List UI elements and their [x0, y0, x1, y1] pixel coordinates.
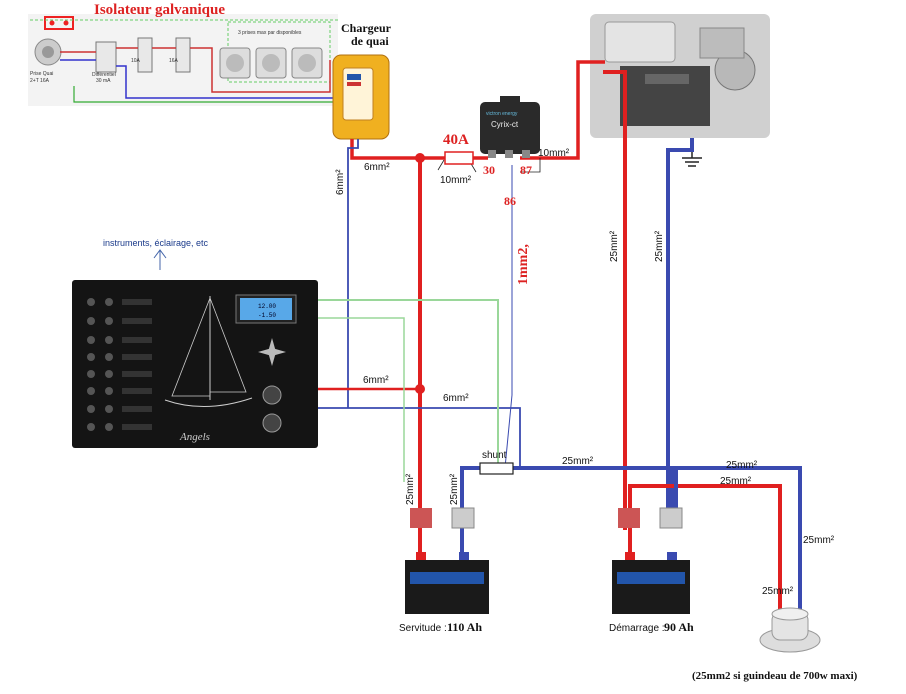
service-battery-capacity: 110 Ah	[447, 620, 482, 634]
windlass-pos-gauge: 25mm²	[720, 476, 752, 487]
galvanic-isolator-box	[44, 16, 74, 30]
panel-switches	[87, 298, 152, 431]
meter-line-1: 12.00	[258, 303, 276, 310]
cyrix-out-gauge: 10mm²	[538, 148, 570, 159]
shunt-icon	[479, 462, 514, 475]
terminal-switch-icon	[659, 507, 683, 529]
fuse-icon	[444, 151, 474, 165]
windlass-vertical-gauge: 25mm²	[803, 535, 835, 546]
charger-positive-wire	[350, 139, 410, 160]
windlass-in-gauge: 25mm²	[762, 586, 794, 597]
shunt-to-start-negative-wire	[513, 466, 674, 520]
charger-neg-gauge: 6mm²	[335, 169, 346, 195]
windlass-neg-gauge: 25mm²	[726, 460, 758, 471]
shunt-out-gauge: 25mm²	[562, 456, 594, 467]
junction-dot	[415, 153, 425, 163]
panel-negative-wire	[312, 407, 521, 468]
charger-negative-wire	[347, 139, 359, 408]
shore-charger: Chargeur de quai	[332, 21, 392, 140]
cyrix-control-wire	[504, 165, 513, 469]
shore-plug-rating: 2+T 16A	[30, 78, 50, 84]
isolator-terminal	[63, 20, 69, 26]
cyrix-brand: victron energy	[486, 111, 518, 117]
shore-power-section: Isolateur galvanique Prise Quai 2+T 16A …	[28, 2, 340, 106]
wiring	[296, 60, 802, 615]
engine-positive-wire	[603, 70, 627, 530]
sockets-label: 3 prises max par disponibles	[238, 30, 302, 36]
start-battery-icon	[612, 560, 690, 614]
isolator-terminal	[49, 20, 55, 26]
terminal-87-label: 87	[520, 163, 532, 177]
control-wire-gauge: 1mm2,	[516, 244, 531, 285]
panel-brand: Angels	[179, 431, 210, 443]
terminal-switch-icon	[451, 507, 475, 529]
panel-neg-gauge: 6mm²	[443, 393, 469, 404]
meter-sense-wire	[296, 299, 499, 470]
fuse-40a: 40A	[443, 132, 474, 165]
meter-line-2: -1.50	[258, 312, 276, 319]
engine-pos-gauge: 25mm²	[609, 230, 620, 262]
service-neg-gauge: 25mm²	[449, 473, 460, 505]
charger-label-2: de quai	[351, 34, 389, 48]
galvanic-isolator-title: Isolateur galvanique	[94, 2, 225, 18]
windlass: (25mm2 si guindeau de 700w maxi)	[692, 607, 858, 682]
differential-rating: 30 mA	[96, 78, 111, 84]
breaker-10a-label: 10A	[131, 58, 141, 64]
shore-plug-label: Prise Quai	[30, 71, 53, 77]
start-battery: Démarrage : 90 Ah	[609, 507, 694, 634]
engine-negative-wire	[666, 138, 694, 520]
service-battery-name: Servitude :	[399, 623, 447, 634]
panel-pos-gauge: 6mm²	[363, 375, 389, 386]
shunt: shunt	[479, 450, 514, 475]
cyrix-model: Cyrix-ct	[491, 120, 519, 129]
engine-neg-gauge: 25mm²	[654, 230, 665, 262]
terminal-86-label: 86	[504, 194, 516, 208]
terminal-switch-icon	[618, 508, 640, 528]
charger-out-gauge: 6mm²	[364, 162, 390, 173]
service-battery-icon	[405, 560, 489, 614]
fuse-rating: 40A	[443, 132, 469, 148]
windlass-negative-wire	[674, 466, 802, 615]
compass-icon	[258, 338, 286, 366]
wire-labels: 6mm² 10mm² 10mm² 6mm² 6mm² 6mm² 25mm² 25…	[335, 148, 835, 597]
shunt-label: shunt	[482, 450, 507, 461]
usb-socket-icon	[262, 385, 282, 405]
breaker-10a-icon	[137, 37, 153, 73]
charger-label: Chargeur	[341, 21, 392, 35]
breaker-16a-label: 16A	[169, 58, 179, 64]
differential-label: Différentiel	[92, 72, 116, 78]
start-battery-name: Démarrage :	[609, 623, 665, 634]
electrical-panel: instruments, éclairage, etc Angels	[72, 238, 318, 448]
sailboat-icon	[164, 296, 253, 407]
service-battery: Servitude : 110 Ah	[399, 507, 489, 634]
sockets-zone	[227, 21, 331, 83]
engine	[590, 14, 770, 167]
cyrix-relay-icon	[480, 102, 540, 154]
power-socket-icon	[262, 413, 282, 433]
differential-breaker-icon	[95, 41, 117, 73]
arrow-up-icon	[153, 249, 167, 259]
panel-caption: instruments, éclairage, etc	[103, 238, 209, 248]
fuse-wire-gauge: 10mm²	[440, 175, 472, 186]
meter-sense-wire-2	[296, 317, 405, 482]
windlass-note: (25mm2 si guindeau de 700w maxi)	[692, 670, 858, 682]
junction-dot	[415, 384, 425, 394]
start-battery-capacity: 90 Ah	[664, 620, 694, 634]
breaker-16a-icon	[175, 37, 191, 73]
terminal-switch-icon	[410, 508, 432, 528]
service-pos-gauge: 25mm²	[405, 473, 416, 505]
terminal-30-label: 30	[483, 163, 495, 177]
cyrix-to-engine-wire	[520, 60, 605, 160]
cyrix-relay: victron energy Cyrix-ct 30 87 86 1mm2,	[480, 96, 540, 285]
